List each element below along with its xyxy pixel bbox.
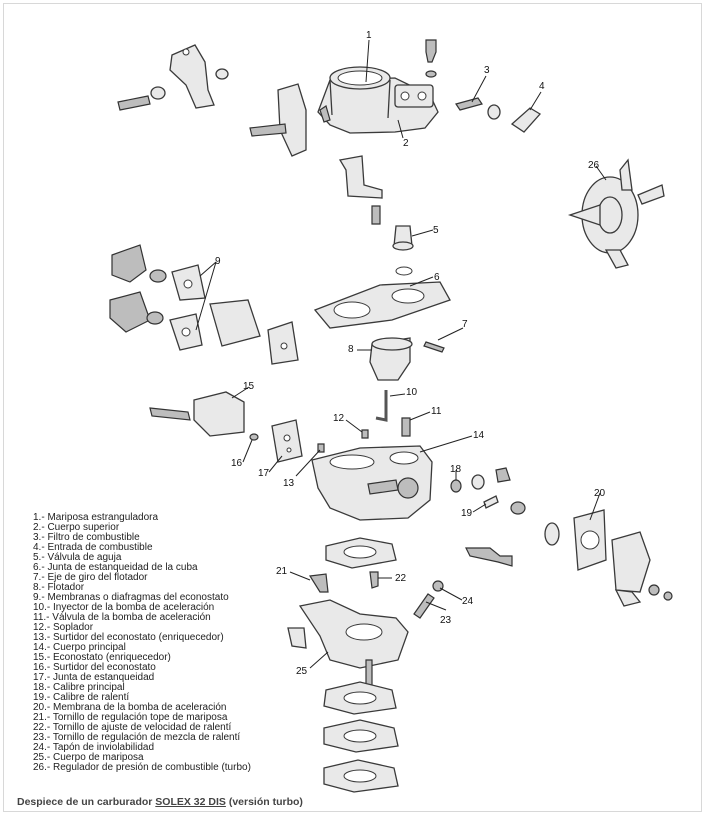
pressure-regulator-part	[567, 158, 665, 269]
callout-5: 5	[433, 225, 439, 236]
callout-1: 1	[366, 30, 372, 41]
idle-speed-screw-part	[369, 571, 379, 589]
main-jet-part	[450, 479, 462, 493]
legend-item: 12.- Soplador	[33, 622, 94, 633]
fuel-inlet-part	[510, 107, 542, 133]
callout-15: 15	[243, 381, 255, 392]
caption-prefix: Despiece de un carburador	[17, 796, 156, 808]
idle-jet-part	[483, 495, 499, 509]
callout-16: 16	[231, 458, 243, 469]
econostat-diaphragms-part	[109, 244, 299, 365]
legend-item: 22.- Tornillo de ajuste de velocidad de …	[33, 722, 232, 733]
legend-item: 19.- Calibre de ralentí	[33, 692, 130, 703]
legend-item: 5.- Válvula de aguja	[33, 552, 122, 563]
legend-item: 9.- Membranas o diafragmas del econostat…	[33, 592, 229, 603]
callout-20: 20	[594, 488, 606, 499]
legend-item: 6.- Junta de estanqueidad de la cuba	[33, 562, 198, 573]
callout-4: 4	[539, 81, 545, 92]
legend-item: 2.- Cuerpo superior	[33, 522, 120, 533]
callout-21: 21	[276, 566, 288, 577]
fuel-filter-part	[455, 97, 483, 111]
legend-item: 20.- Membrana de la bomba de aceleración	[33, 702, 227, 713]
legend-item: 17.- Junta de estanqueidad	[33, 672, 155, 683]
callout-17: 17	[258, 468, 270, 479]
legend-item: 10.- Inyector de la bomba de aceleración	[33, 602, 215, 613]
parts-legend: 1.- Mariposa estranguladora 2.- Cuerpo s…	[33, 513, 323, 773]
bowl-gasket-part	[313, 281, 451, 329]
float-pin-part	[423, 341, 445, 353]
callout-7: 7	[462, 319, 468, 330]
legend-item: 21.- Tornillo de regulación tope de mari…	[33, 712, 228, 723]
callout-9: 9	[215, 256, 221, 267]
legend-item: 16.- Surtidor del econostato	[33, 662, 156, 673]
air-bleed-part	[361, 429, 369, 439]
legend-item: 15.- Econostato (enriquecedor)	[33, 652, 171, 663]
legend-item: 7.- Eje de giro del flotador	[33, 572, 148, 583]
choke-lever-part	[117, 44, 331, 157]
callout-14: 14	[473, 430, 485, 441]
top-screw-part	[425, 39, 437, 63]
figure-frame	[3, 3, 702, 812]
caption-model: SOLEX 32 DIS	[155, 796, 226, 808]
callout-6: 6	[434, 272, 440, 283]
figure-caption: Despiece de un carburador SOLEX 32 DIS (…	[17, 796, 303, 808]
callout-23: 23	[440, 615, 452, 626]
callout-11: 11	[431, 406, 442, 417]
legend-item: 13.- Surtidor del econostato (enriqueced…	[33, 632, 224, 643]
legend-item: 3.- Filtro de combustible	[33, 532, 140, 543]
legend-item: 4.- Entrada de combustible	[33, 542, 153, 553]
legend-item: 25.- Cuerpo de mariposa	[33, 752, 144, 763]
callout-13: 13	[283, 478, 295, 489]
callout-8: 8	[348, 344, 354, 355]
bracket-part	[338, 155, 383, 199]
callout-19: 19	[461, 508, 473, 519]
legend-item: 26.- Regulador de presión de combustible…	[33, 762, 251, 773]
mixture-screw-part	[413, 593, 435, 619]
callout-25: 25	[296, 666, 308, 677]
legend-item: 24.- Tapón de inviolabilidad	[33, 742, 155, 753]
legend-item: 11.- Válvula de la bomba de aceleración	[33, 612, 211, 623]
needle-valve-part	[392, 225, 414, 276]
injector-part	[375, 390, 388, 422]
main-body-part	[311, 445, 433, 521]
tamper-cap-part	[432, 580, 444, 592]
caption-suffix: (versión turbo)	[225, 796, 303, 808]
callout-2: 2	[403, 138, 409, 149]
callout-24: 24	[462, 596, 474, 607]
accel-valve-part	[401, 417, 411, 437]
callout-22: 22	[395, 573, 407, 584]
callout-12: 12	[333, 413, 345, 424]
accel-pump-part	[465, 509, 673, 607]
legend-item: 18.- Calibre principal	[33, 682, 125, 693]
legend-item: 23.- Tornillo de regulación de mezcla de…	[33, 732, 241, 743]
callout-numbers: 1 2 3 4 5 6 7 8 9 10 11 12 13 14 15 16 1…	[215, 30, 606, 677]
upper-body-part	[317, 66, 439, 134]
float-part	[369, 337, 413, 381]
leader-lines	[195, 39, 607, 669]
callout-26: 26	[588, 160, 600, 171]
callout-10: 10	[406, 387, 418, 398]
legend-item: 14.- Cuerpo principal	[33, 642, 126, 653]
econostat-part	[149, 391, 325, 463]
callout-18: 18	[450, 464, 462, 475]
throttle-stop-screw-part	[308, 573, 329, 593]
legend-item: 1.- Mariposa estranguladora	[33, 512, 159, 523]
callout-3: 3	[484, 65, 490, 76]
legend-item: 8.- Flotador	[33, 582, 85, 593]
